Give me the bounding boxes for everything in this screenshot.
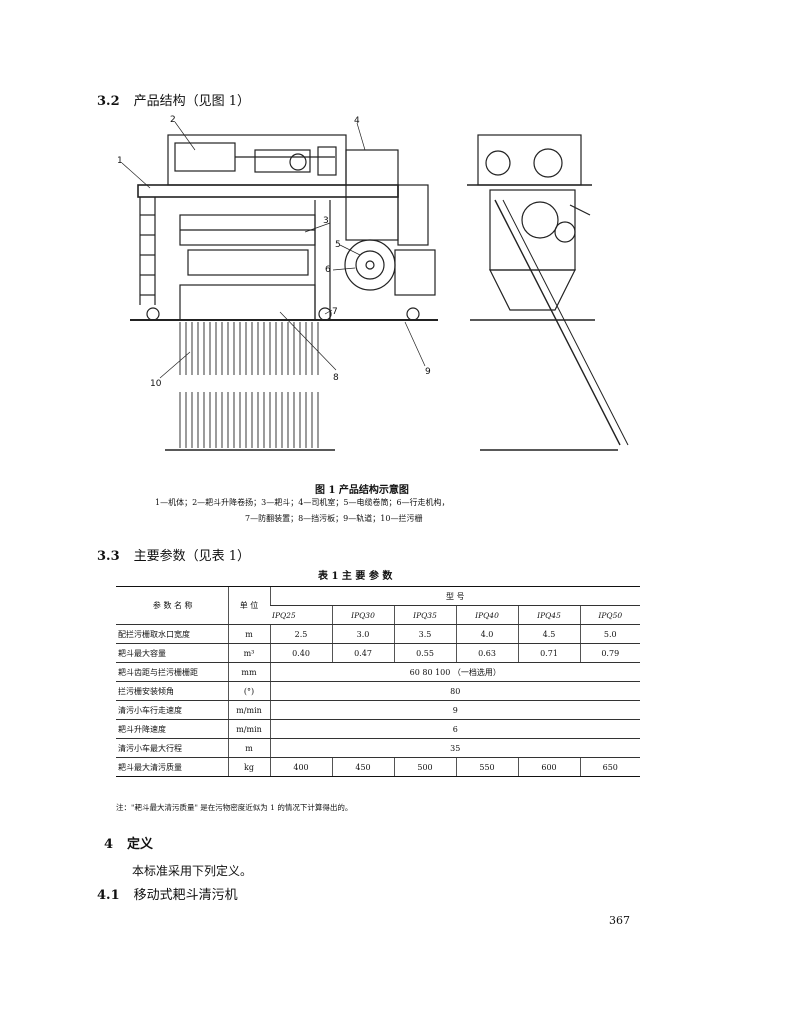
param-value: 550 bbox=[455, 757, 518, 777]
param-unit: m³ bbox=[227, 643, 270, 663]
param-value: 4.5 bbox=[517, 624, 580, 644]
hoist-drum bbox=[174, 142, 236, 172]
param-value: 3.5 bbox=[393, 624, 456, 644]
trash-rack-bars bbox=[179, 322, 319, 448]
model-cell: IPQ45 bbox=[517, 605, 580, 625]
cab-box bbox=[345, 149, 399, 241]
header-model: 型 号 bbox=[269, 586, 641, 606]
param-unit: (°) bbox=[227, 681, 270, 701]
table-row: 耙斗升降速度 m/min 6 bbox=[116, 719, 641, 739]
param-unit: m bbox=[227, 738, 270, 758]
section-number: 3.3 bbox=[97, 549, 120, 564]
table-row: 清污小车行走速度 m/min 9 bbox=[116, 700, 641, 720]
table-row: 配拦污栅取水口宽度 m 2.5 3.0 3.5 4.0 4.5 5.0 bbox=[116, 624, 641, 644]
cable-reel bbox=[344, 239, 396, 291]
product-structure-drawing: 1 2 3 4 5 6 7 8 9 10 bbox=[117, 115, 629, 451]
callout-4: 4 bbox=[354, 116, 360, 126]
header-param-name: 参 数 名 称 bbox=[116, 586, 228, 625]
param-unit: m/min bbox=[227, 700, 270, 720]
section-3-3-heading: 3.3 主要参数（见表 1） bbox=[97, 545, 250, 564]
section-title: 定义 bbox=[127, 837, 154, 852]
param-name: 配拦污栅取水口宽度 bbox=[116, 624, 228, 644]
param-value: 0.55 bbox=[393, 643, 456, 663]
section-4-heading: 4 定义 bbox=[104, 833, 167, 852]
inclined-rack bbox=[494, 199, 621, 446]
callout-5: 5 bbox=[335, 240, 341, 250]
callout-10: 10 bbox=[150, 379, 162, 389]
param-value: 450 bbox=[331, 757, 394, 777]
param-span-value: 60 80 100 （一档选用） bbox=[269, 662, 641, 682]
param-value: 0.71 bbox=[517, 643, 580, 663]
param-name: 清污小车最大行程 bbox=[116, 738, 228, 758]
callout-8: 8 bbox=[333, 373, 339, 383]
table-note: 注："耙斗最大清污质量" 是在污物密度近似为 1 的情况下计算得出的。 bbox=[116, 803, 353, 812]
table-title: 表 1 主 要 参 数 bbox=[318, 571, 393, 582]
param-value: 650 bbox=[579, 757, 641, 777]
table-row: 耙斗最大清污质量 kg 400 450 500 550 600 650 bbox=[116, 757, 641, 777]
page-number: 367 bbox=[609, 914, 630, 927]
param-name: 拦污栅安装倾角 bbox=[116, 681, 228, 701]
param-value: 600 bbox=[517, 757, 580, 777]
section-number: 4 bbox=[104, 837, 114, 852]
main-parameters-table: 参 数 名 称 单 位 型 号 IPQ25 IPQ30 IPQ35 IPQ40 … bbox=[116, 586, 641, 777]
model-cell: IPQ40 bbox=[455, 605, 518, 625]
definition-intro: 本标准采用下列定义。 bbox=[132, 864, 253, 878]
figure-legend-line1: 1—机体；2—耙斗升降卷扬；3—耙斗；4—司机室；5—电缆卷筒；6—行走机构， bbox=[155, 498, 450, 507]
figure-legend-line2: 7—防翻装置；8—挡污板；9—轨道；10—拦污栅 bbox=[245, 514, 423, 523]
param-name: 耙斗升降速度 bbox=[116, 719, 228, 739]
header-unit: 单 位 bbox=[227, 586, 270, 625]
section-title: 产品结构（见图 1） bbox=[133, 94, 251, 109]
model-cell: IPQ30 bbox=[331, 605, 394, 625]
callout-2: 2 bbox=[170, 115, 176, 125]
param-value: 2.5 bbox=[269, 624, 332, 644]
machine-body bbox=[137, 184, 399, 198]
callout-7: 7 bbox=[332, 307, 338, 317]
param-span-value: 9 bbox=[269, 700, 641, 720]
section-title: 主要参数（见表 1） bbox=[133, 549, 251, 564]
param-name: 耙斗最大清污质量 bbox=[116, 757, 228, 777]
param-unit: m/min bbox=[227, 719, 270, 739]
dirt-plate bbox=[179, 284, 316, 321]
side-top-frame bbox=[477, 134, 582, 186]
figure-caption: 图 1 产品结构示意图 bbox=[315, 485, 409, 496]
section-4-1-heading: 4.1 移动式耙斗清污机 bbox=[97, 884, 238, 903]
param-value: 5.0 bbox=[579, 624, 641, 644]
param-unit: m bbox=[227, 624, 270, 644]
callout-6: 6 bbox=[325, 265, 331, 275]
side-hopper bbox=[489, 269, 576, 311]
section-number: 4.1 bbox=[97, 888, 120, 903]
section-number: 3.2 bbox=[97, 94, 120, 109]
model-cell: IPQ35 bbox=[393, 605, 456, 625]
table-model-row: IPQ25 IPQ30 IPQ35 IPQ40 IPQ45 IPQ50 bbox=[116, 605, 641, 625]
param-name: 耙斗齿距与拦污栅栅距 bbox=[116, 662, 228, 682]
callout-3: 3 bbox=[323, 216, 329, 226]
param-span-value: 35 bbox=[269, 738, 641, 758]
callout-1: 1 bbox=[117, 156, 123, 166]
param-unit: kg bbox=[227, 757, 270, 777]
model-cell: IPQ50 bbox=[579, 605, 641, 625]
table-row: 耙斗最大容量 m³ 0.40 0.47 0.55 0.63 0.71 0.79 bbox=[116, 643, 641, 663]
param-value: 500 bbox=[393, 757, 456, 777]
param-value: 0.47 bbox=[331, 643, 394, 663]
param-span-value: 6 bbox=[269, 719, 641, 739]
table-row: 清污小车最大行程 m 35 bbox=[116, 738, 641, 758]
param-name: 耙斗最大容量 bbox=[116, 643, 228, 663]
param-value: 0.63 bbox=[455, 643, 518, 663]
param-span-value: 80 bbox=[269, 681, 641, 701]
table-row: 耙斗齿距与拦污栅栅距 mm 60 80 100 （一档选用） bbox=[116, 662, 641, 682]
section-3-2-heading: 3.2 产品结构（见图 1） bbox=[97, 90, 250, 109]
table-row: 拦污栅安装倾角 (°) 80 bbox=[116, 681, 641, 701]
param-value: 400 bbox=[269, 757, 332, 777]
callout-9: 9 bbox=[425, 367, 431, 377]
section-title: 移动式耙斗清污机 bbox=[133, 888, 238, 903]
model-cell: IPQ25 bbox=[270, 605, 332, 625]
param-value: 3.0 bbox=[331, 624, 394, 644]
param-name: 清污小车行走速度 bbox=[116, 700, 228, 720]
param-value: 0.40 bbox=[269, 643, 332, 663]
param-value: 0.79 bbox=[579, 643, 641, 663]
param-value: 4.0 bbox=[455, 624, 518, 644]
param-unit: mm bbox=[227, 662, 270, 682]
table-header-row: 参 数 名 称 单 位 型 号 bbox=[116, 586, 641, 625]
